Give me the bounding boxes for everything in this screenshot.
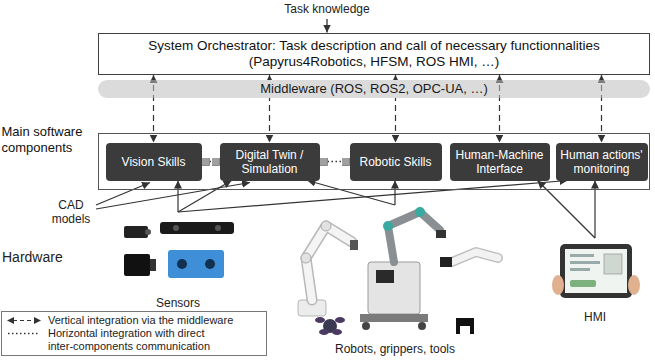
hardware-caption: Robots, grippers, tools [335, 342, 455, 356]
legend-text: Horizontal integration with direct inter… [48, 327, 226, 353]
hardware-link [308, 181, 396, 206]
legend-row: Horizontal integration with direct inter… [6, 327, 262, 353]
middleware-band: Middleware (ROS, ROS2, OPC-UA, …) [98, 80, 650, 98]
component-label: Vision Skills [108, 155, 200, 169]
input-arrow [326, 19, 327, 33]
component-label: Digital Twin / Simulation [222, 148, 318, 176]
cad-arrow [96, 183, 250, 210]
hardware-caption: HMI [584, 310, 606, 324]
component-label: Human actions' monitoring [558, 148, 646, 176]
software-component: Digital Twin / Simulation [220, 143, 320, 181]
hmi-device-group: HMI [550, 238, 640, 324]
section-label: Hardware [2, 250, 92, 264]
input-label: Task knowledge [247, 2, 407, 16]
component-label: Robotic Skills [352, 155, 440, 169]
annotation-label: CAD models [44, 198, 98, 226]
legend-text: Vertical integration via the middleware [48, 314, 262, 327]
legend-box: Vertical integration via the middlewareH… [1, 311, 267, 356]
software-component: Human actions' monitoring [556, 143, 648, 181]
tablet-icon [552, 244, 640, 298]
legend-sample [6, 314, 44, 327]
component-label: Human-Machine Interface [452, 148, 548, 176]
frame-heading: Main software components [2, 124, 96, 156]
orchestrator-text: System Orchestrator: Task description an… [107, 38, 641, 70]
middleware-text: Middleware (ROS, ROS2, OPC-UA, …) [256, 80, 492, 98]
legend-row: Vertical integration via the middleware [6, 314, 262, 327]
hardware-link [394, 181, 395, 206]
robots-group: Robots, grippers, tools [285, 205, 505, 356]
hardware-link [178, 181, 232, 213]
hardware-link [177, 181, 178, 213]
sensors-group: Sensors [118, 212, 238, 310]
software-component: Vision Skills [106, 143, 202, 181]
hardware-caption: Sensors [156, 296, 200, 310]
hardware-link [178, 181, 568, 213]
horizontal-link [320, 161, 350, 162]
horizontal-link [202, 161, 220, 162]
software-component: Human-Machine Interface [450, 143, 550, 181]
orchestrator-box: System Orchestrator: Task description an… [98, 33, 650, 75]
robot-icons [298, 207, 498, 335]
sensor-icons [124, 222, 234, 278]
legend-sample [6, 327, 44, 340]
components-frame: Main software componentsVision SkillsDig… [98, 133, 650, 190]
software-component: Robotic Skills [350, 143, 442, 181]
